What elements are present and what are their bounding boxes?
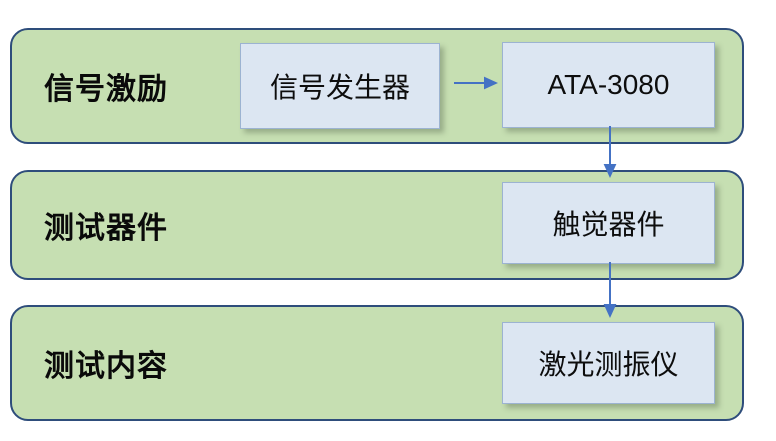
band-label-device-under-test: 测试器件	[44, 212, 168, 245]
band-label-signal-excitation: 信号激励	[44, 73, 168, 106]
node-signal-generator[interactable]: 信号发生器	[240, 43, 440, 129]
node-tactile-device[interactable]: 触觉器件	[502, 182, 715, 264]
node-amplifier-ata-3080[interactable]: ATA-3080	[502, 42, 715, 128]
node-laser-vibrometer[interactable]: 激光测振仪	[502, 322, 715, 404]
arrow-amplifier-to-tactile-device	[603, 126, 617, 178]
band-label-test-content: 测试内容	[44, 350, 168, 383]
arrow-tactile-device-to-laser-vibrometer	[603, 262, 617, 318]
arrow-signal-generator-to-amplifier	[454, 76, 498, 90]
